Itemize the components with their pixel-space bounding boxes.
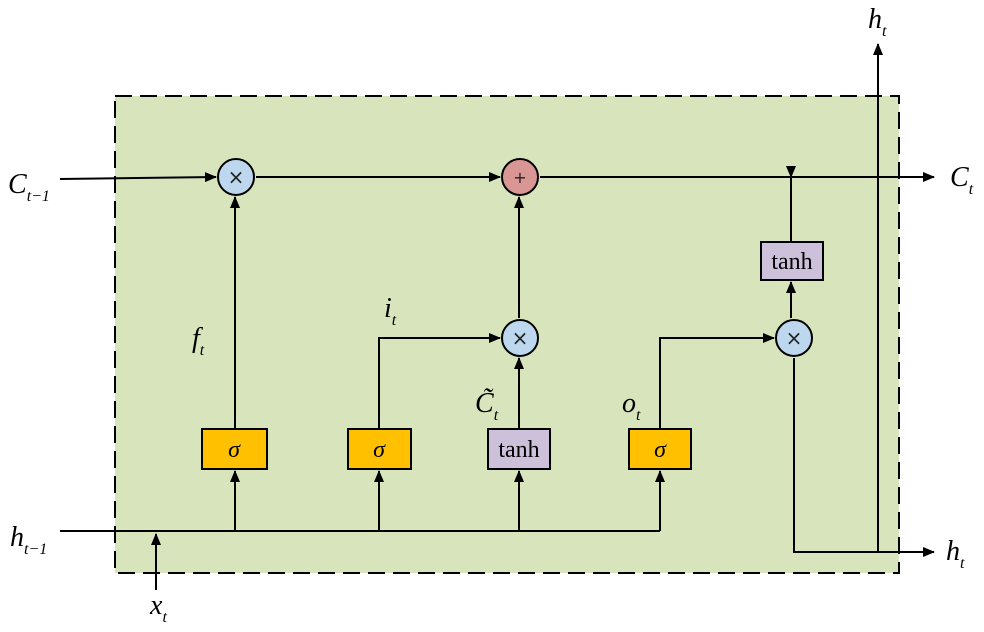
label-candidate: C̃t [475, 388, 499, 424]
output-multiply-node: × [775, 319, 813, 357]
forget-multiply-node: × [217, 158, 255, 196]
cell-tanh-gate: tanh [760, 241, 824, 281]
label-input: it [384, 293, 397, 329]
cell-tanh-label: tanh [771, 249, 812, 275]
cell-add-symbol: + [513, 168, 526, 187]
label-c-out: Ct [950, 162, 974, 198]
label-forget: ft [192, 323, 205, 359]
output-gate-label: σ [654, 437, 667, 463]
input-multiply-symbol: × [512, 326, 529, 350]
label-h-prev: ht−1 [10, 522, 47, 558]
label-h-out-top: ht [868, 4, 887, 40]
label-x-in: xt [149, 590, 167, 626]
label-output: ot [622, 388, 641, 424]
candidate-gate: tanh [487, 428, 551, 470]
label-h-out-right: ht [946, 536, 965, 572]
input-multiply-node: × [501, 319, 539, 357]
input-gate: σ [347, 428, 412, 470]
cell-add-node: + [501, 158, 539, 196]
forget-multiply-symbol: × [228, 165, 245, 189]
input-gate-label: σ [373, 437, 386, 463]
connections [59, 43, 935, 590]
forget-gate-label: σ [228, 437, 241, 463]
forget-gate: σ [201, 428, 268, 470]
label-c-prev: Ct−1 [8, 169, 50, 205]
candidate-gate-label: tanh [498, 437, 539, 463]
output-gate: σ [628, 428, 692, 470]
output-multiply-symbol: × [786, 326, 803, 350]
